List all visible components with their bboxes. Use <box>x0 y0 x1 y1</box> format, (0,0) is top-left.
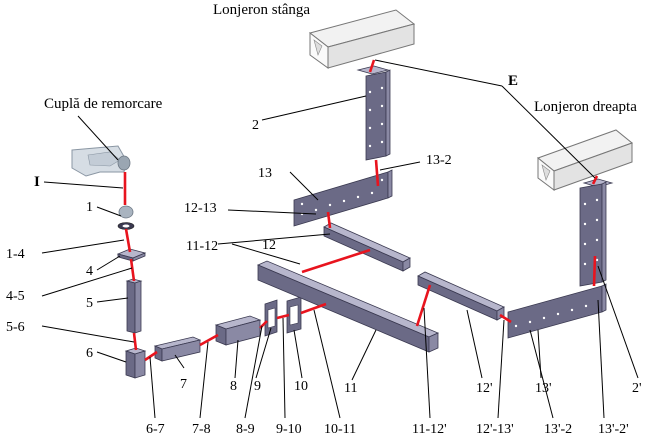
connector-7-8 <box>199 333 219 347</box>
label-joint-9-10: 9-10 <box>276 422 302 437</box>
label-part-13p: 13' <box>535 381 552 396</box>
label-cupla-remorcare: Cuplă de remorcare <box>44 96 163 112</box>
label-joint-6-7: 6-7 <box>146 422 165 437</box>
label-part-8: 8 <box>230 379 237 394</box>
part-2-plate <box>356 65 391 161</box>
label-lonjeron-dreapta: Lonjeron dreapta <box>534 99 637 115</box>
connector-2-E <box>368 59 376 73</box>
label-part-1: 1 <box>86 200 93 215</box>
connector-11-12p <box>415 284 432 327</box>
label-joint-11-12p: 11-12' <box>412 422 447 437</box>
label-part-13: 13 <box>258 166 272 181</box>
part-2p-bolts <box>583 198 599 266</box>
part-10-plate <box>286 296 302 334</box>
part-6-block <box>124 347 147 379</box>
connector-5-6 <box>132 332 138 351</box>
label-joint-5-6: 5-6 <box>6 320 25 335</box>
label-joint-1-4: 1-4 <box>6 247 25 262</box>
part-4-plate <box>116 248 147 262</box>
label-joint-12p-13p: 12'-13' <box>476 422 514 437</box>
part-12p-tube <box>417 271 505 321</box>
diagram-labels: Lonjeron stânga Lonjeron dreapta Cuplă d… <box>6 2 642 437</box>
label-lonjeron-stanga: Lonjeron stânga <box>213 2 310 18</box>
connector-13-2 <box>374 159 380 187</box>
label-point-E: E <box>508 73 518 89</box>
label-joint-8-9: 8-9 <box>236 422 255 437</box>
connector-13p-2p <box>592 255 597 287</box>
label-part-6: 6 <box>86 346 93 361</box>
connector-12-13 <box>326 211 332 229</box>
label-part-10: 10 <box>294 379 308 394</box>
label-joint-7-8: 7-8 <box>192 422 211 437</box>
label-part-11: 11 <box>344 381 357 396</box>
part-11-crossmember <box>256 260 440 353</box>
part-13p-bracket <box>507 283 607 339</box>
connector-1-4 <box>124 228 132 253</box>
part-2p-plate <box>579 178 614 287</box>
connector-11-12 <box>301 248 371 274</box>
label-part-2: 2 <box>252 118 259 133</box>
label-part-2p: 2' <box>632 381 642 396</box>
part-7-tube <box>153 336 202 362</box>
label-joint-4-5: 4-5 <box>6 289 25 304</box>
load-path-connectors <box>123 59 599 362</box>
label-joint-13p-2p: 13'-2' <box>598 422 629 437</box>
connector-12p-13p <box>499 313 512 324</box>
connector-9-10 <box>276 313 290 320</box>
connector-6-7 <box>144 350 158 362</box>
part-5-tube <box>125 278 143 334</box>
part-9-plate <box>264 299 278 337</box>
left-longitudinal-beam <box>308 9 416 69</box>
connector-2p-E <box>591 175 599 185</box>
label-joint-12-13: 12-13 <box>184 201 217 216</box>
part-2-bolts <box>368 86 384 148</box>
label-joint-13-2: 13-2 <box>426 153 452 168</box>
part-13-bracket <box>293 169 393 227</box>
coupling-ball <box>117 205 135 230</box>
label-part-7: 7 <box>180 377 187 392</box>
tow-coupling <box>71 145 131 177</box>
label-joint-11-12: 11-12 <box>186 239 218 254</box>
label-part-5: 5 <box>86 296 93 311</box>
part-8-box <box>214 315 262 346</box>
label-part-12: 12 <box>262 238 276 253</box>
right-longitudinal-beam <box>536 129 634 191</box>
label-joint-13p-2: 13'-2 <box>544 422 572 437</box>
label-part-12p: 12' <box>476 381 493 396</box>
label-part-9: 9 <box>254 379 261 394</box>
label-part-4: 4 <box>86 264 93 279</box>
label-point-I: I <box>34 174 40 190</box>
connector-10-11 <box>300 302 327 315</box>
connector-8-9 <box>259 320 268 329</box>
connector-4-5 <box>129 258 136 282</box>
leader-lines <box>41 59 639 419</box>
part-12-tube <box>323 222 411 272</box>
label-joint-10-11: 10-11 <box>324 422 356 437</box>
part-13p-bolts <box>514 304 588 328</box>
